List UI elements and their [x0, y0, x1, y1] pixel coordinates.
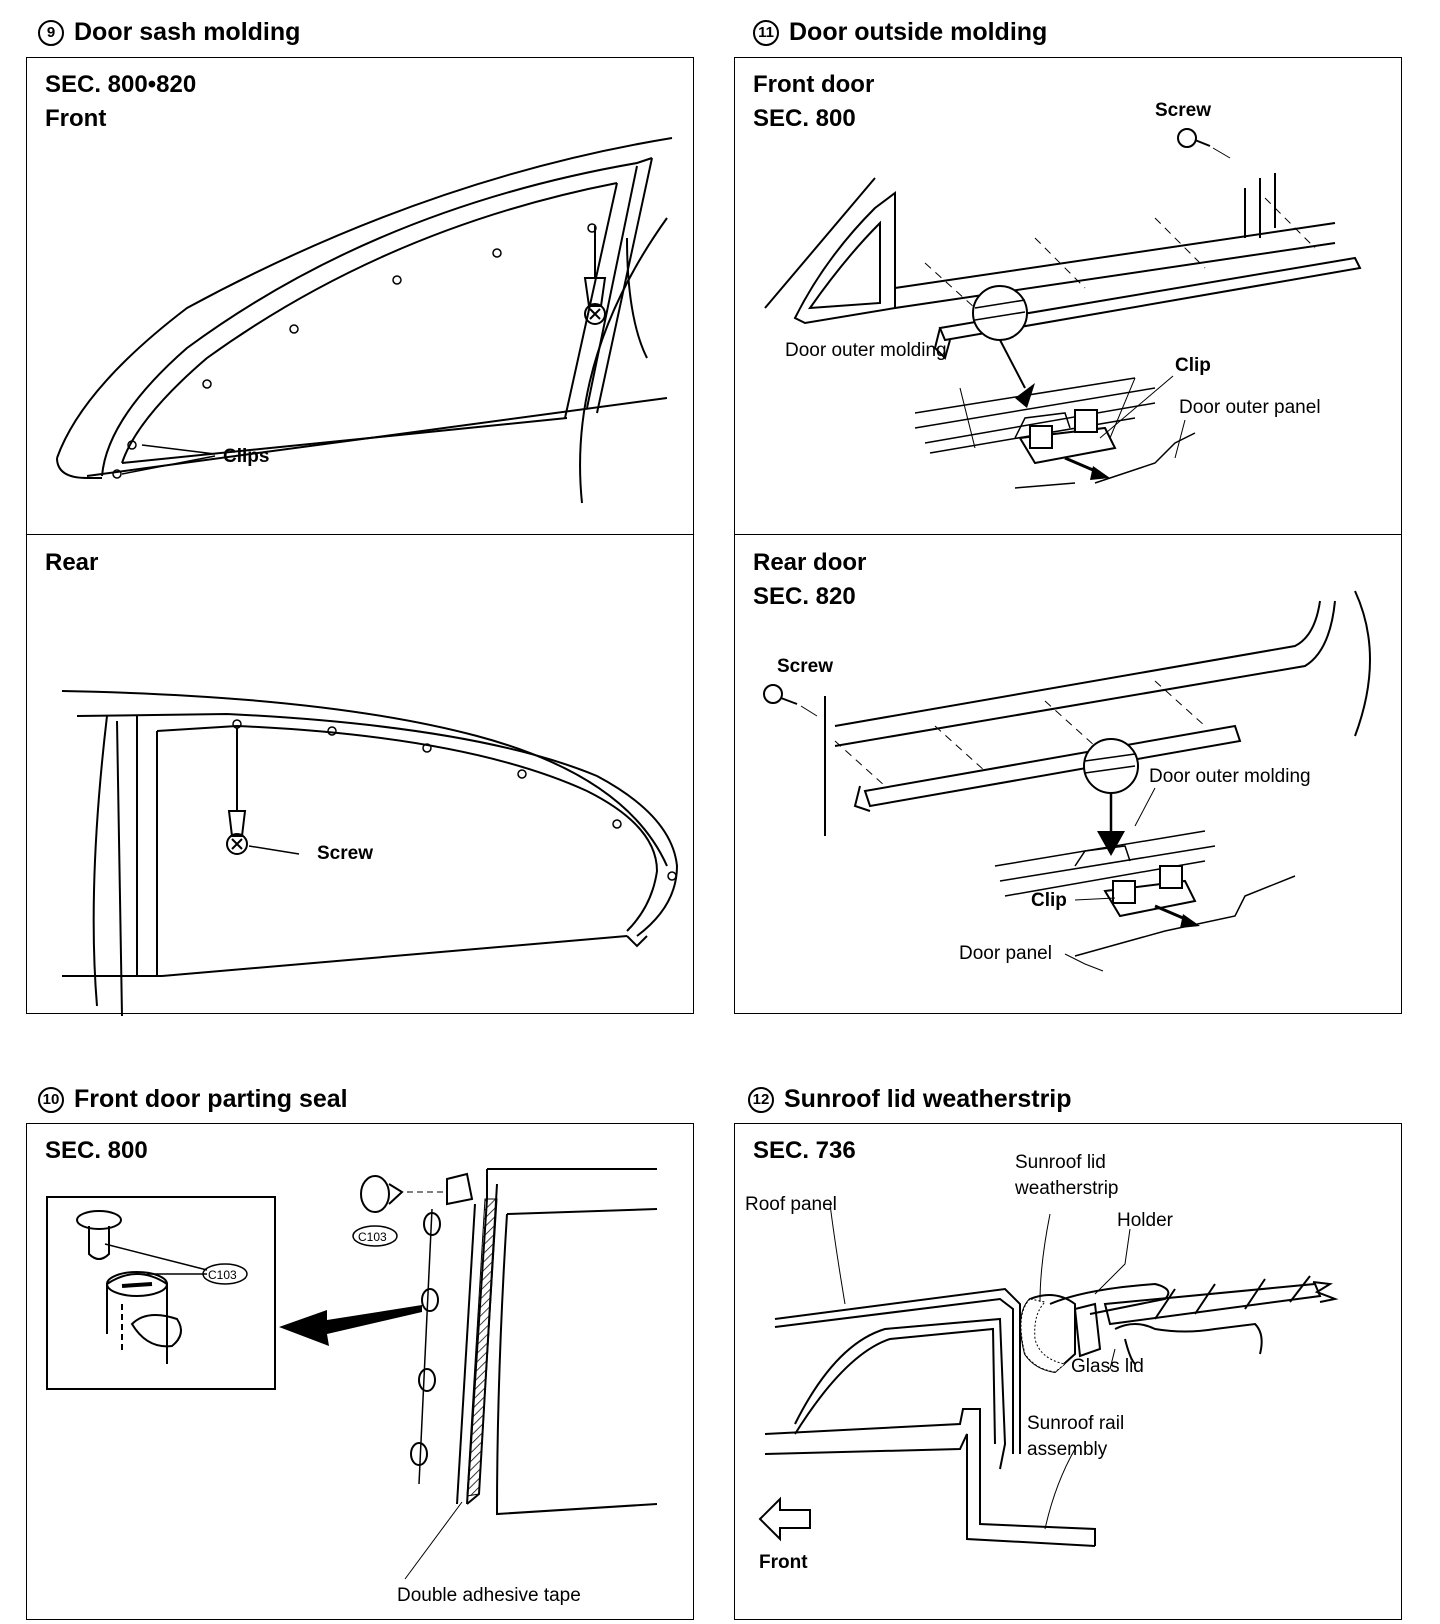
view-label: Rear door — [753, 549, 867, 576]
sunroof-lid-weatherstrip-box: SEC. 736 — [734, 1123, 1402, 1620]
door-panel-label: Door panel — [959, 943, 1052, 964]
holder-label: Holder — [1117, 1210, 1174, 1231]
panel-header: Rear door SEC. 820 — [753, 546, 866, 614]
front-label: Front — [759, 1552, 808, 1573]
tape-label: Double adhesive tape — [397, 1585, 581, 1606]
glass-lid-label: Glass lid — [1071, 1356, 1144, 1377]
sash-front-illustration: Clips — [56, 137, 673, 504]
section-number: 10 — [38, 1086, 64, 1113]
molding-label: Door outer molding — [1149, 766, 1311, 787]
section-number: 11 — [753, 19, 779, 46]
panel-header: SEC. 800 — [45, 1134, 148, 1168]
screw-label: Screw — [317, 843, 373, 864]
sash-rear-illustration: Screw — [61, 690, 679, 1017]
sash-rear-panel: Rear — [27, 536, 693, 1017]
outside-front-illustration: Screw Door outer molding Clip Door outer… — [764, 100, 1362, 489]
door-outer-panel-label: Door outer panel — [1179, 397, 1321, 418]
weatherstrip-label-line2: weatherstrip — [1014, 1178, 1119, 1199]
panel-divider — [735, 534, 1401, 535]
view-label: Rear — [45, 549, 99, 576]
outside-rear-illustration: Screw Door outer molding Clip Door panel — [763, 590, 1371, 972]
panel-header: Front door SEC. 800 — [753, 68, 874, 136]
panel-header: SEC. 800•820 Front — [45, 68, 196, 136]
section-title-text: Sunroof lid weatherstrip — [784, 1085, 1072, 1113]
panel-header: Rear — [45, 546, 98, 580]
view-label: Front door — [753, 71, 875, 98]
sec-label: SEC. 800•820 — [45, 71, 197, 98]
sec-label: SEC. 820 — [753, 583, 856, 610]
sash-front-panel: SEC. 800•820 Front — [27, 58, 693, 534]
sec-label: SEC. 800 — [45, 1137, 148, 1164]
section-title-text: Door sash molding — [74, 18, 301, 46]
rail-label-line1: Sunroof rail — [1027, 1413, 1124, 1434]
view-label: Front — [45, 105, 107, 132]
screw-icon — [1177, 128, 1211, 148]
screw-label: Screw — [777, 656, 833, 677]
section-number: 12 — [748, 1086, 774, 1113]
screw-icon — [763, 684, 798, 705]
screw-label: Screw — [1155, 100, 1211, 121]
sunroof-illustration: Roof panel Sunroof lid weatherstrip Hold… — [745, 1152, 1339, 1573]
sec-label: SEC. 800 — [753, 105, 856, 132]
outside-front-panel: Front door SEC. 800 — [735, 58, 1401, 534]
section-title-text: Front door parting seal — [74, 1085, 348, 1113]
screw-icon — [583, 226, 607, 325]
code-label: C103 — [358, 1230, 387, 1244]
door-sash-molding-box: SEC. 800•820 Front — [26, 57, 694, 1017]
clip-label: Clip — [1031, 890, 1067, 911]
section-title-text: Door outside molding — [789, 18, 1048, 46]
clip-icon — [1018, 409, 1117, 465]
molding-label: Door outer molding — [785, 340, 947, 361]
clip-icon — [76, 1210, 182, 1364]
section-title-front-door-parting-seal: 10 Front door parting seal — [38, 1085, 348, 1114]
section-title-sunroof-lid-weatherstrip: 12 Sunroof lid weatherstrip — [748, 1085, 1072, 1114]
roof-panel-label: Roof panel — [745, 1194, 837, 1215]
screw-icon — [226, 728, 248, 855]
front-door-parting-seal-box: SEC. 800 C103 C103 — [26, 1123, 694, 1620]
weatherstrip-label-line1: Sunroof lid — [1015, 1152, 1106, 1173]
door-outside-molding-box: Front door SEC. 800 — [734, 57, 1402, 1014]
section-title-door-outside-molding: 11 Door outside molding — [753, 18, 1047, 47]
sec-label: SEC. 736 — [753, 1137, 856, 1164]
section-title-door-sash-molding: 9 Door sash molding — [38, 18, 300, 47]
rail-label-line2: assembly — [1027, 1439, 1108, 1460]
clip-icon — [360, 1175, 404, 1213]
clip-icon — [1103, 865, 1197, 918]
front-arrow-icon — [758, 1496, 811, 1542]
code-label: C103 — [208, 1268, 237, 1282]
panel-header: SEC. 736 — [753, 1134, 856, 1168]
section-number: 9 — [38, 19, 64, 46]
parting-seal-illustration: C103 C103 — [46, 1168, 658, 1606]
panel-divider — [27, 534, 693, 535]
clip-label: Clip — [1175, 355, 1211, 376]
outside-rear-panel: Rear door SEC. 820 — [735, 536, 1401, 1013]
clips-label: Clips — [223, 446, 269, 467]
